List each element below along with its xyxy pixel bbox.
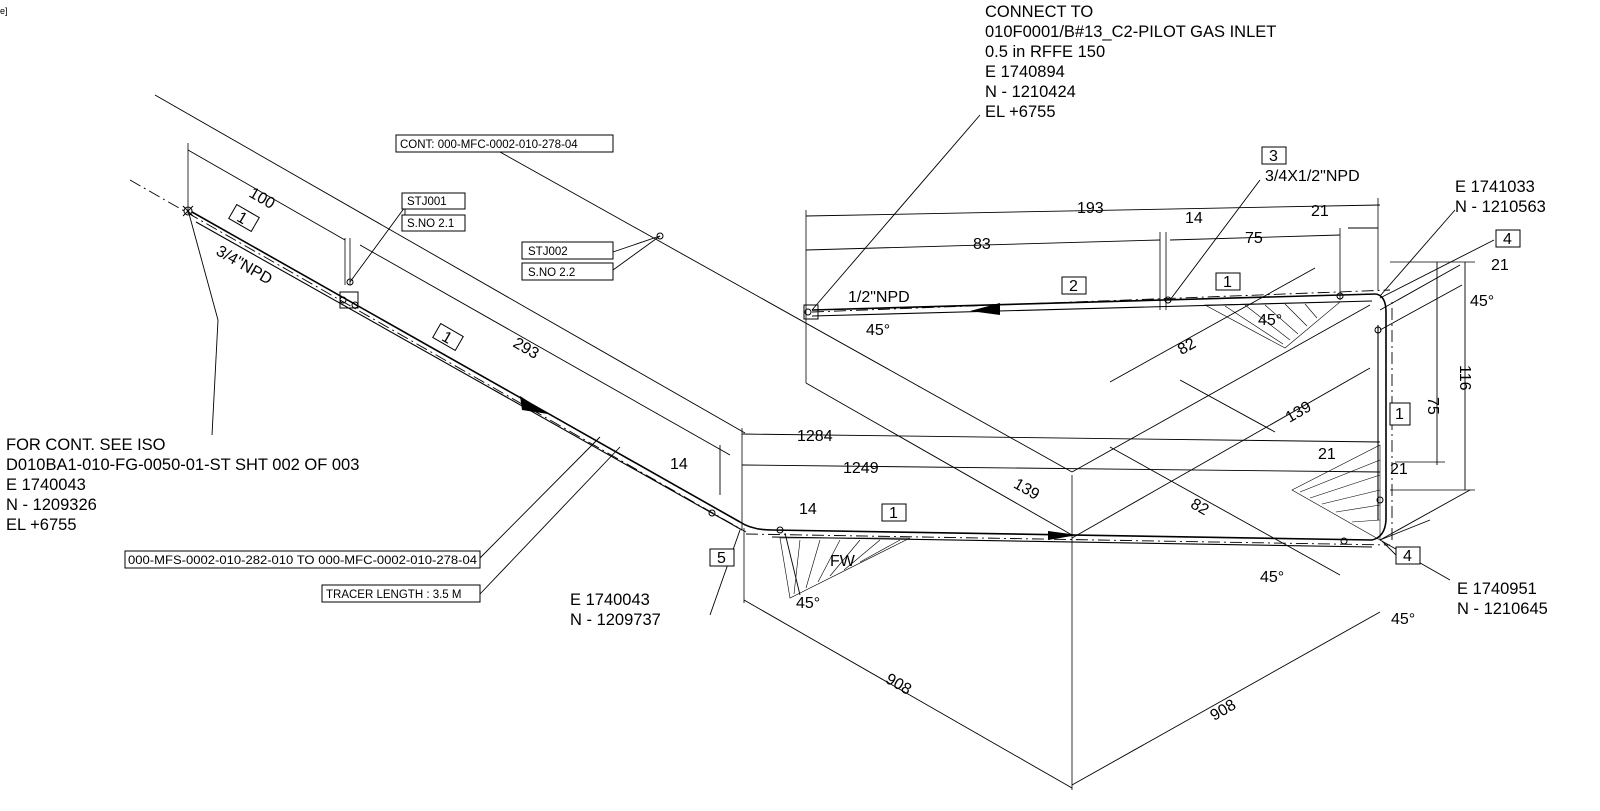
svg-text:82: 82 — [1175, 335, 1199, 359]
size-reducer: 3/4X1/2"NPD — [1265, 168, 1360, 185]
callout-1e: 1 — [1389, 402, 1411, 426]
svg-text:S.NO 2.2: S.NO 2.2 — [528, 267, 575, 279]
svg-text:FOR CONT. SEE ISO: FOR CONT. SEE ISO — [6, 436, 166, 454]
svg-text:21: 21 — [1318, 446, 1336, 463]
svg-text:45°: 45° — [1260, 569, 1284, 586]
svg-text:TRACER LENGTH : 3.5 M: TRACER LENGTH : 3.5 M — [326, 589, 461, 601]
svg-text:000-MFS-0002-010-282-010 TO 00: 000-MFS-0002-010-282-010 TO 000-MFC-0002… — [128, 555, 478, 567]
svg-text:45°: 45° — [1470, 293, 1494, 310]
svg-text:E 1740951: E 1740951 — [1457, 580, 1537, 598]
svg-text:N - 1210645: N - 1210645 — [1457, 600, 1548, 618]
svg-text:83: 83 — [973, 236, 991, 253]
svg-text:N - 1210563: N - 1210563 — [1455, 198, 1546, 216]
flow-arrow-bottom — [1048, 531, 1078, 540]
label-sno22: S.NO 2.2 — [521, 262, 614, 281]
callout-4a: 4 — [1495, 229, 1521, 248]
svg-text:139: 139 — [1011, 476, 1043, 504]
flow-arrow-diagonal — [520, 396, 548, 414]
connect-to-note: CONNECT TO 010F0001/B#13_C2-PILOT GAS IN… — [985, 3, 1276, 121]
coord-top-right: E 1741033 N - 1210563 — [1455, 178, 1546, 216]
cont-iso-note: FOR CONT. SEE ISO D010BA1-010-FG-0050-01… — [6, 436, 359, 534]
callout-1b: 1 — [432, 322, 464, 352]
coord-bottom-right: E 1740951 N - 1210645 — [1457, 580, 1548, 618]
svg-text:EL +6755: EL +6755 — [6, 516, 77, 534]
svg-text:2: 2 — [1069, 278, 1078, 295]
callout-5: 5 — [709, 548, 735, 567]
svg-text:45°: 45° — [1258, 312, 1282, 329]
svg-text:CONT: 000-MFC-0002-010-278-04: CONT: 000-MFC-0002-010-278-04 — [400, 139, 578, 151]
hatch-bottom-left — [779, 537, 911, 599]
label-sno21: S.NO 2.1 — [401, 214, 466, 232]
svg-text:21: 21 — [1491, 257, 1509, 274]
svg-text:45°: 45° — [1391, 611, 1415, 628]
label-stj001: STJ001 — [401, 192, 466, 210]
svg-text:293: 293 — [510, 335, 542, 363]
svg-text:908: 908 — [1208, 697, 1240, 725]
svg-text:N - 1209737: N - 1209737 — [570, 611, 661, 629]
svg-text:E 1740043: E 1740043 — [6, 476, 86, 494]
dimension-lines — [154, 94, 1475, 790]
svg-text:14: 14 — [670, 456, 688, 473]
hatch-right — [1291, 444, 1381, 541]
svg-text:1284: 1284 — [797, 428, 833, 445]
svg-text:75: 75 — [1424, 397, 1441, 415]
svg-text:21: 21 — [1390, 461, 1408, 478]
svg-text:0.5 in RFFE 150: 0.5 in RFFE 150 — [985, 43, 1105, 61]
svg-text:1: 1 — [1223, 274, 1232, 291]
svg-text:N - 1209326: N - 1209326 — [6, 496, 97, 514]
dimension-values: 100 293 193 83 14 75 21 21 21 21 82 82 1… — [246, 185, 1509, 725]
svg-text:75: 75 — [1245, 230, 1263, 247]
svg-text:4: 4 — [1403, 548, 1412, 565]
label-cont: CONT: 000-MFC-0002-010-278-04 — [395, 134, 614, 153]
callout-1c: 1 — [881, 503, 907, 522]
svg-text:S.NO 2.1: S.NO 2.1 — [407, 218, 454, 230]
callout-1d: 1 — [1215, 272, 1241, 291]
svg-text:N - 1210424: N - 1210424 — [985, 83, 1076, 101]
angle-values: 45° 45° 45° 45° 45° 45° — [796, 293, 1494, 628]
flow-arrow-top — [970, 303, 1000, 315]
svg-text:45°: 45° — [796, 595, 820, 612]
svg-text:1: 1 — [1395, 406, 1404, 423]
svg-text:100: 100 — [246, 185, 278, 213]
svg-text:82: 82 — [1188, 496, 1212, 520]
field-weld-label: FW — [830, 553, 856, 570]
corner-text: e] — [0, 6, 8, 16]
callout-4b: 4 — [1395, 546, 1421, 565]
svg-text:STJ002: STJ002 — [528, 246, 568, 258]
size-12-npd: 1/2"NPD — [848, 289, 910, 306]
label-stj002: STJ002 — [521, 241, 614, 260]
svg-text:4: 4 — [1503, 231, 1512, 248]
svg-text:14: 14 — [799, 501, 817, 518]
svg-text:010F0001/B#13_C2-PILOT GAS INL: 010F0001/B#13_C2-PILOT GAS INLET — [985, 23, 1276, 41]
svg-text:CONNECT TO: CONNECT TO — [985, 3, 1093, 21]
svg-text:14: 14 — [1185, 210, 1203, 227]
svg-text:EL +6755: EL +6755 — [985, 103, 1056, 121]
svg-text:STJ001: STJ001 — [407, 196, 447, 208]
svg-text:1: 1 — [889, 505, 898, 522]
svg-text:21: 21 — [1311, 203, 1329, 220]
svg-text:E 1740043: E 1740043 — [570, 591, 650, 609]
svg-text:193: 193 — [1077, 200, 1104, 217]
svg-text:5: 5 — [717, 550, 726, 567]
callout-3: 3 — [1261, 146, 1287, 165]
svg-text:116: 116 — [1456, 365, 1473, 391]
svg-text:45°: 45° — [866, 322, 890, 339]
svg-text:E 1741033: E 1741033 — [1455, 178, 1535, 196]
svg-text:E 1740894: E 1740894 — [985, 63, 1065, 81]
leader-lines — [187, 114, 1495, 616]
coord-bottom-left: E 1740043 N - 1209737 — [570, 591, 661, 629]
label-line-range: 000-MFS-0002-010-282-010 TO 000-MFC-0002… — [124, 550, 481, 569]
callout-2: 2 — [1061, 276, 1087, 295]
svg-text:1249: 1249 — [843, 460, 879, 477]
svg-text:3: 3 — [1269, 148, 1278, 165]
label-tracer: TRACER LENGTH : 3.5 M — [321, 584, 481, 603]
svg-text:D010BA1-010-FG-0050-01-ST SHT: D010BA1-010-FG-0050-01-ST SHT 002 OF 003 — [6, 456, 359, 474]
callout-1a: 1 — [228, 203, 260, 233]
pipe-run-diagonal — [129, 179, 747, 533]
